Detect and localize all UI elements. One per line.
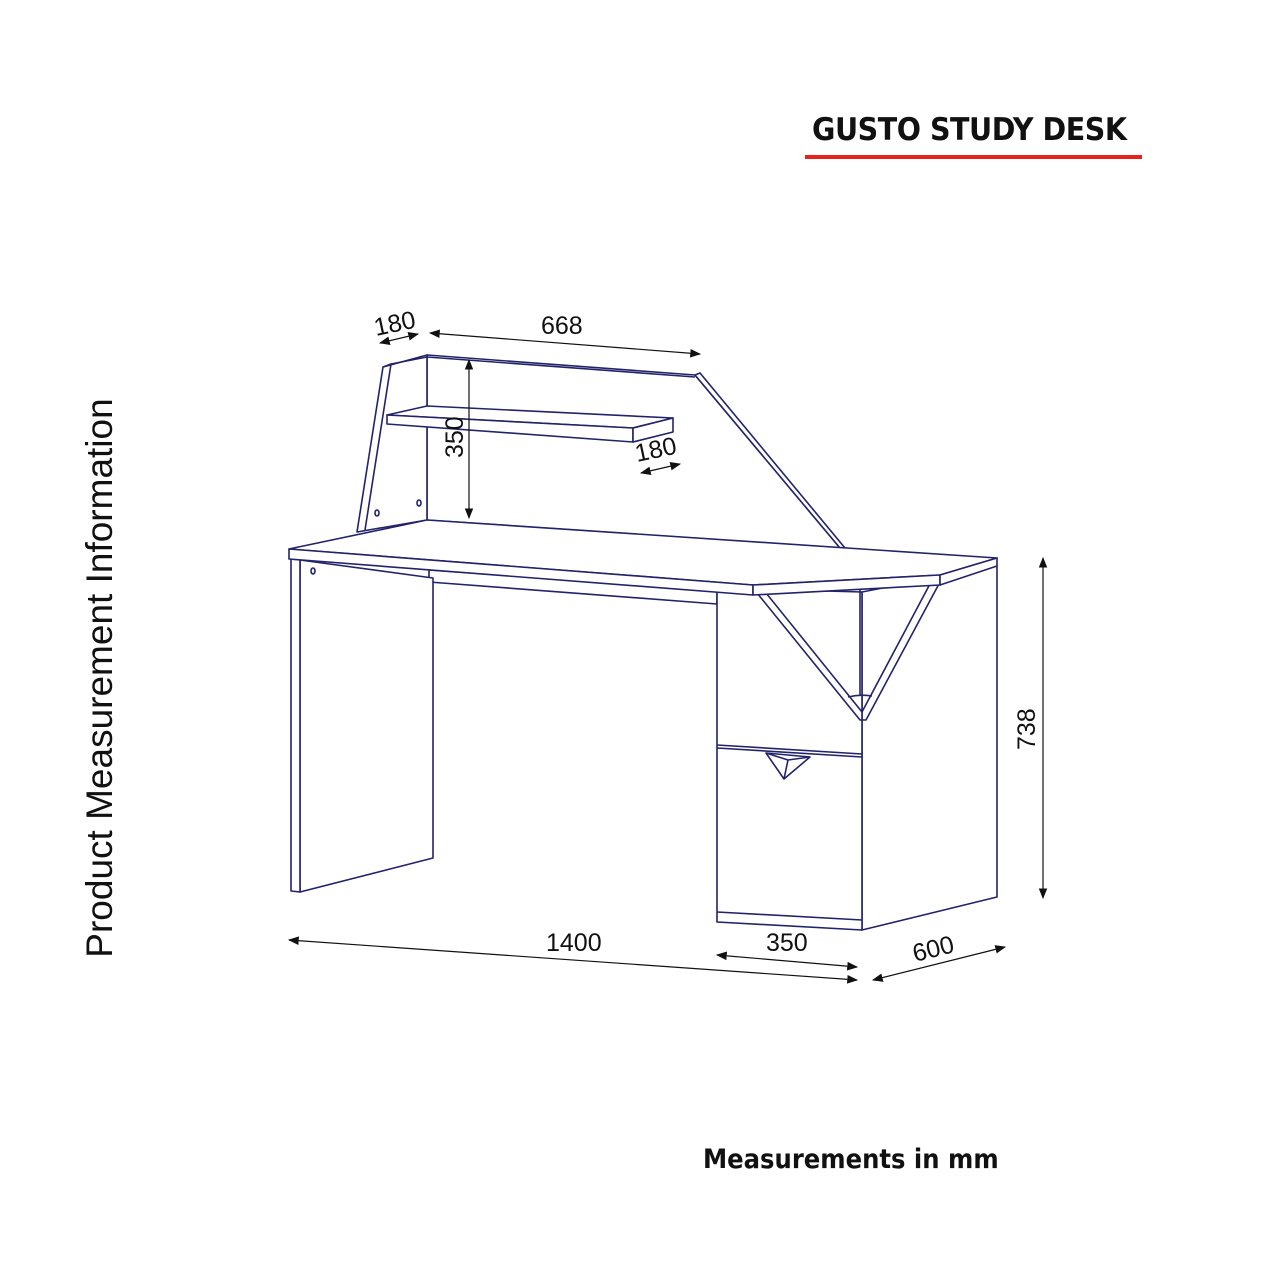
dim-desk-width-arrow [287,936,859,984]
dim-desk-depth-arrow [871,945,1007,982]
dim-pedestal-width-arrow [715,951,859,971]
label-desk-width: 1400 [546,929,602,957]
dim-hutch-side-arrow [378,332,420,345]
title-underline [805,155,1142,159]
product-title: GUSTO STUDY DESK [812,112,1127,148]
label-hutch-side-depth: 180 [371,306,418,342]
label-pedestal-width: 350 [766,929,808,957]
pedestal [716,565,998,931]
desktop [288,519,998,596]
left-leg [290,558,718,893]
label-desk-depth: 600 [910,931,957,968]
label-hutch-width: 668 [541,312,583,340]
dim-hutch-width-arrow [428,329,702,358]
dimension-lines [287,329,1048,984]
dim-shelf-depth-arrow [639,461,682,476]
label-hutch-height: 350 [441,416,469,458]
label-desk-height: 738 [1013,708,1041,750]
units-note: Measurements in mm [703,1144,999,1175]
hutch [356,354,846,549]
drawer-handle [765,752,811,780]
